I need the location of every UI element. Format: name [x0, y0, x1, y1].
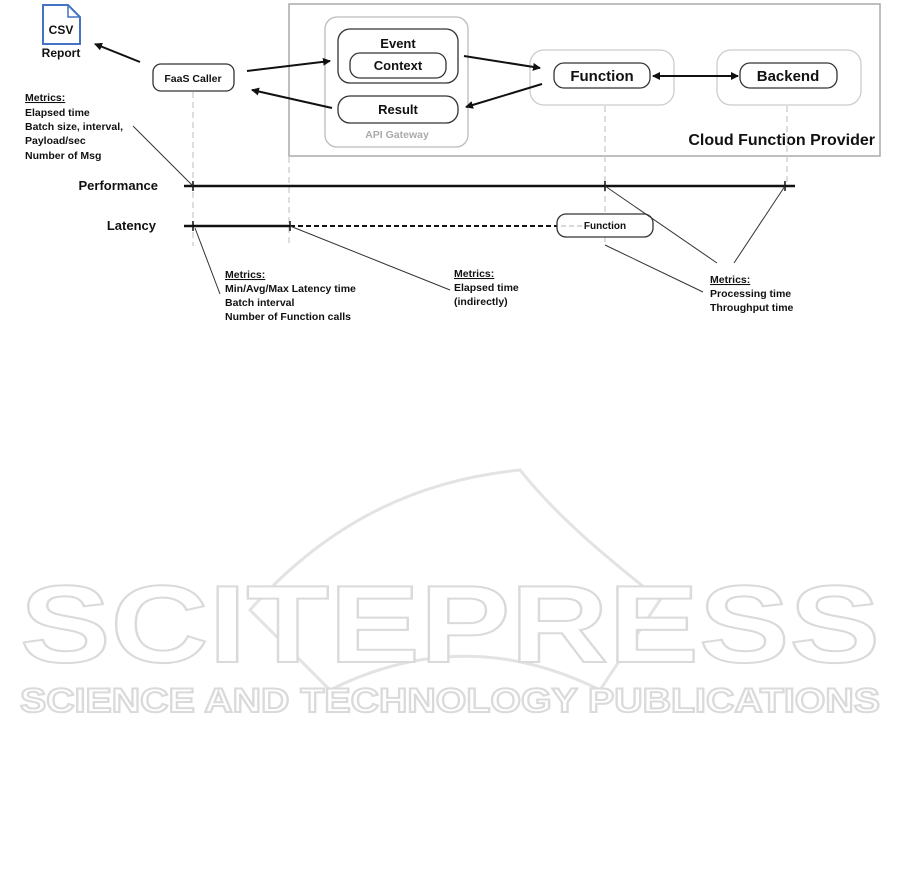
csv-label: CSV: [49, 23, 74, 37]
watermark-title: SCITEPRESS: [20, 563, 880, 686]
caller-metric: Elapsed time: [25, 107, 90, 119]
caller-metric: Number of Msg: [25, 150, 101, 162]
latency-metric: Min/Avg/Max Latency time: [225, 283, 356, 295]
gateway-metric: (indirectly): [454, 296, 508, 308]
backend-box: [739, 62, 838, 89]
result-box: [337, 95, 459, 124]
function-label: Function: [570, 68, 633, 85]
latency-label: Latency: [107, 218, 157, 233]
flow-arrows: [94, 42, 739, 109]
csv-report-icon: [42, 4, 81, 45]
backend-label: Backend: [757, 68, 820, 85]
faas-caller-label: FaaS Caller: [164, 73, 221, 85]
latency-function-box: [556, 213, 654, 238]
function-metric: Processing time: [710, 288, 791, 300]
latency-metric: Number of Function calls: [225, 311, 351, 323]
guide-lines: [192, 92, 788, 246]
latency-function-label: Function: [584, 221, 626, 232]
cloud-provider-label: Cloud Function Provider: [688, 132, 875, 149]
gateway-metrics-title: Metrics:: [454, 268, 494, 280]
function-metrics-title: Metrics:: [710, 274, 750, 286]
book-logo-icon: [247, 468, 663, 692]
report-caption: Report: [42, 46, 81, 60]
context-box: [349, 52, 447, 79]
latency-metric: Batch interval: [225, 297, 295, 309]
api-gateway-box: [324, 16, 469, 148]
api-gateway-label: API Gateway: [365, 129, 429, 141]
cloud-provider-box: [288, 3, 881, 157]
gateway-metric: Elapsed time: [454, 282, 519, 294]
caller-metrics-title: Metrics:: [25, 92, 65, 104]
caller-metric: Batch size, interval,: [25, 121, 123, 133]
watermark: SCITEPRESS SCIENCE AND TECHNOLOGY PUBLIC…: [19, 468, 881, 721]
watermark-subtitle: SCIENCE AND TECHNOLOGY PUBLICATIONS: [20, 682, 880, 720]
latency-metrics-title: Metrics:: [225, 269, 265, 281]
function-box: [553, 62, 651, 89]
performance-label: Performance: [79, 178, 158, 193]
function-metric: Throughput time: [710, 302, 794, 314]
context-label: Context: [374, 58, 423, 73]
result-label: Result: [378, 102, 418, 117]
faas-caller-box: [152, 63, 235, 92]
callout-lines: [132, 125, 786, 295]
event-label: Event: [380, 36, 416, 51]
caller-metric: Payload/sec: [25, 135, 86, 147]
